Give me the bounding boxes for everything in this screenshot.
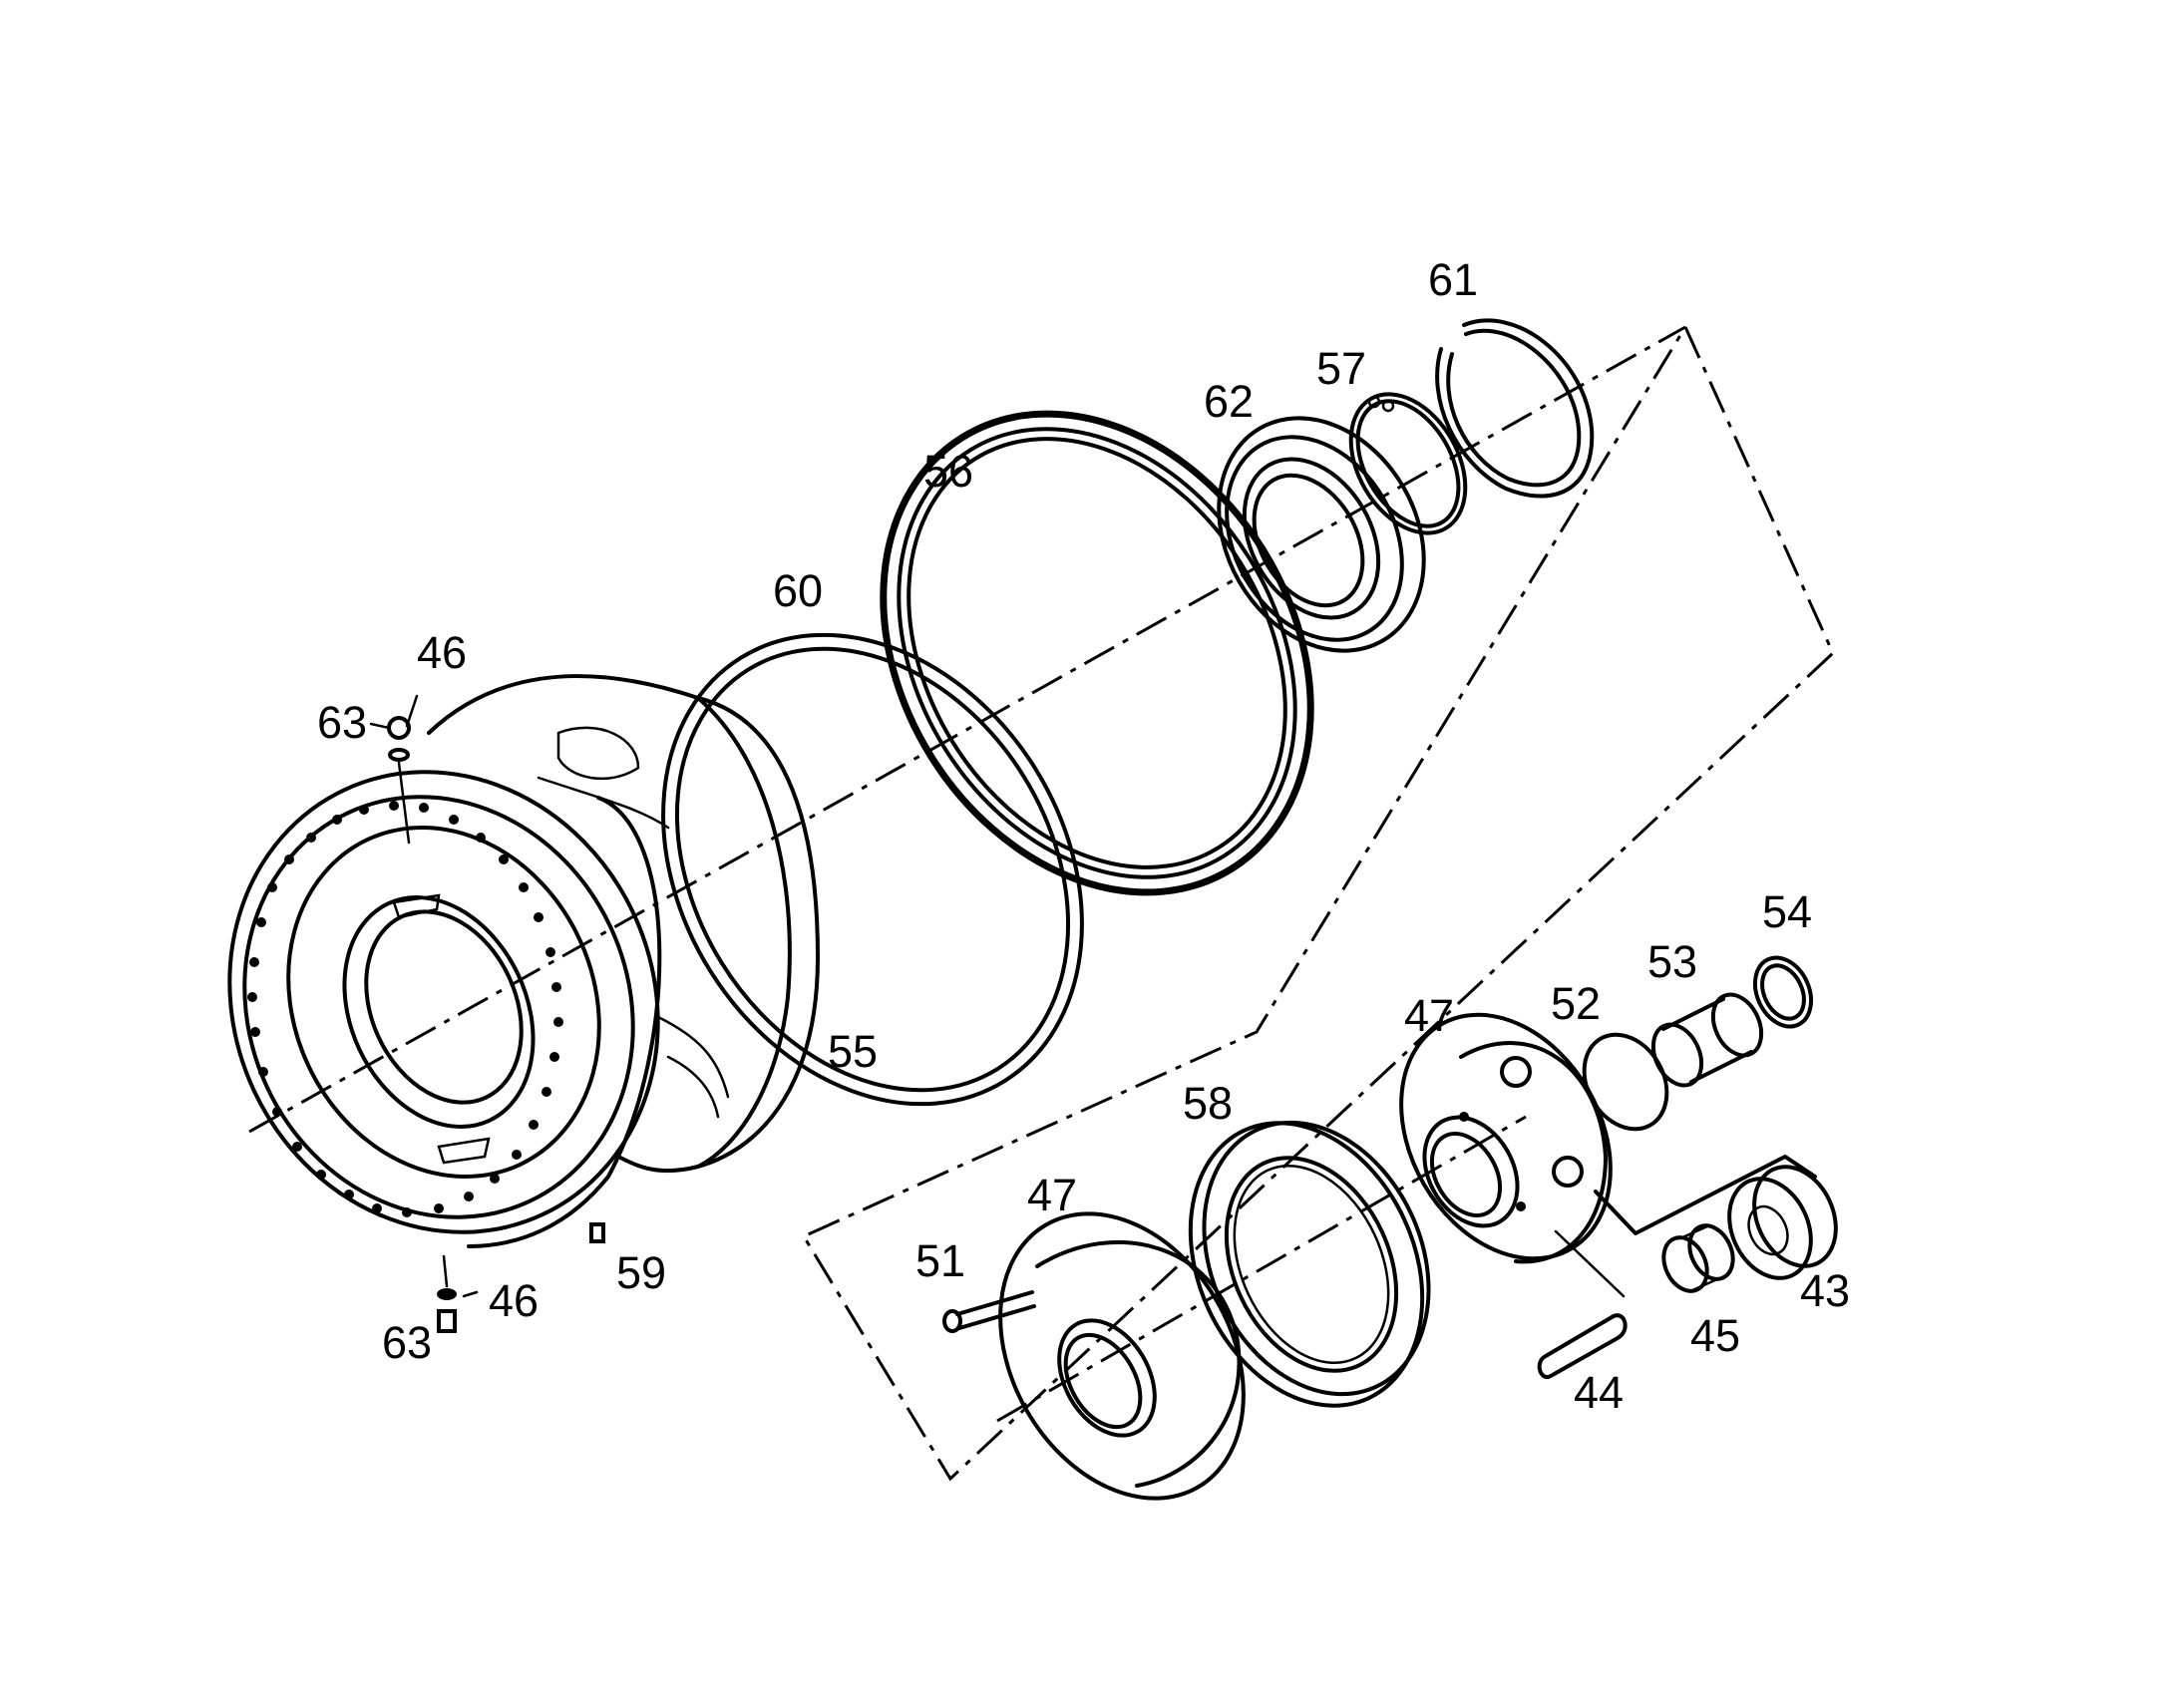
callout-44: 44 [1574,1367,1624,1418]
sun-gear-part [1650,992,1764,1088]
callout-59: 59 [616,1247,666,1298]
callout-53: 53 [1647,936,1697,987]
callout-52: 52 [1551,978,1601,1029]
o-ring-part [661,632,1084,1107]
planet-gear-bracket [1594,1155,1817,1235]
callout-58: 58 [1183,1078,1233,1129]
needle-bearing-part [1661,1223,1735,1293]
screw-plug-top [387,716,411,845]
callout-54: 54 [1762,886,1812,937]
callout-46-top: 46 [417,627,467,678]
assembly-group-frame [801,326,1835,1482]
callout-45: 45 [1690,1310,1740,1361]
callout-51: 51 [915,1235,965,1286]
callout-62: 62 [1204,376,1254,427]
callout-57: 57 [1316,343,1366,394]
callout-43: 43 [1800,1265,1850,1316]
callout-47-carrier: 47 [1404,990,1454,1041]
leader-46-bottom [462,1290,479,1298]
leader-46-top [405,694,419,728]
callout-47-ring: 47 [1027,1170,1077,1220]
callout-60: 60 [773,565,823,616]
main-centerline [248,325,1686,1134]
thrust-washer-part [1752,955,1814,1029]
callout-61: 61 [1428,254,1478,305]
callout-63-top: 63 [317,697,367,748]
snap-ring-part [1348,392,1468,535]
retaining-ring-part [1435,318,1595,499]
callout-63-bottom: 63 [382,1317,432,1368]
seal-ring-part [880,410,1314,896]
bolt-part [942,1290,1036,1333]
callout-46-bottom: 46 [489,1275,539,1326]
planet-carrier-part [1399,1012,1613,1264]
small-o-ring-part [1582,1032,1669,1132]
screw-plug-bottom [437,1254,457,1333]
bearing-part [1217,416,1426,653]
pin-leader [1554,1229,1626,1298]
planetary-centerline [996,1115,1527,1423]
drain-plug-part [589,1222,605,1243]
ring-gear-part [1188,1120,1431,1408]
callout-55: 55 [828,1026,878,1077]
pin-part [1537,1313,1628,1380]
leader-63-top [369,722,391,730]
carrier-plate-part [998,1211,1246,1501]
callout-56: 56 [923,446,973,497]
wheel-hub-part [227,674,820,1248]
planet-gear-part [1727,1165,1838,1280]
